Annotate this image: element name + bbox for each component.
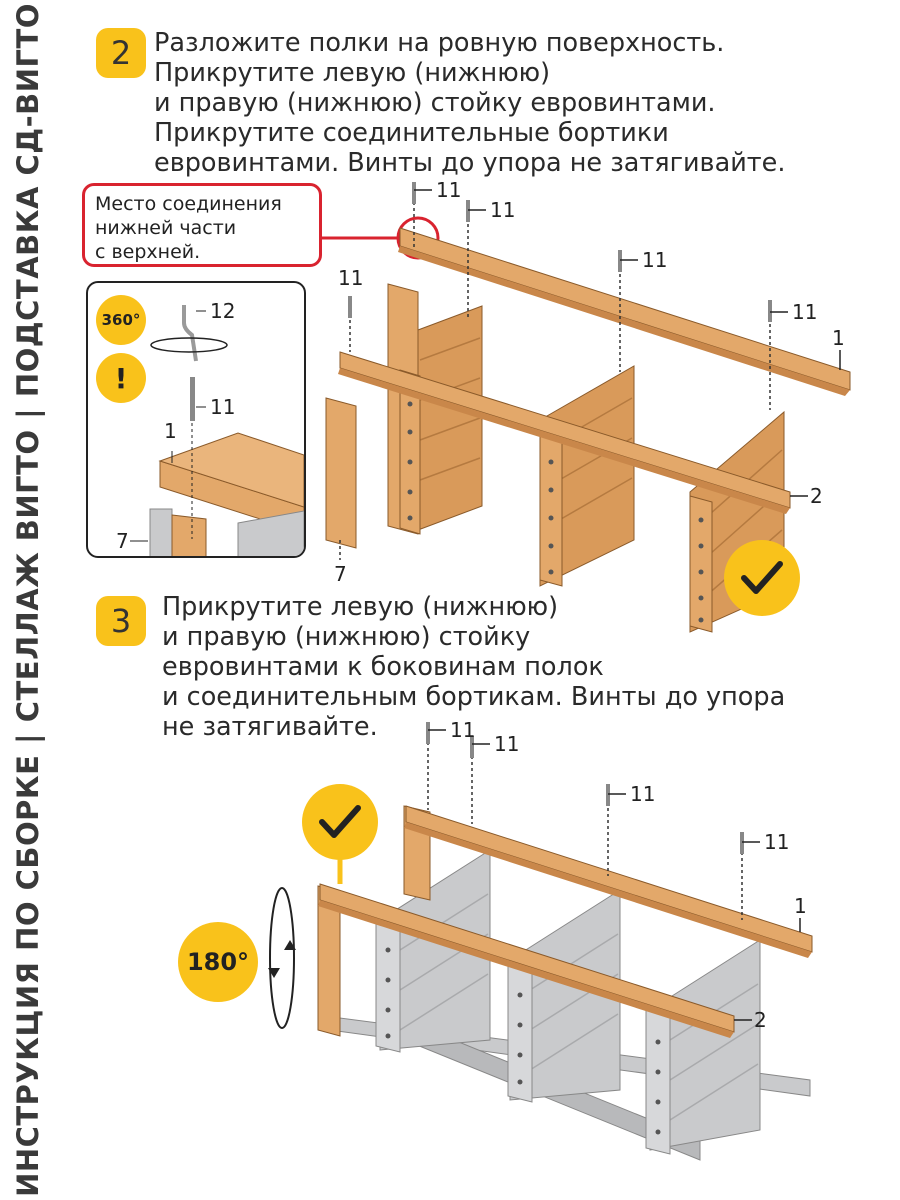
check-icon xyxy=(724,540,800,616)
step-3-line: евровинтами к боковинам полок xyxy=(162,652,604,682)
back-rail-label: 1 xyxy=(832,326,845,350)
screw-detail-inset: 360° ! 12 11 1 7 xyxy=(86,281,306,558)
front-rail-edge xyxy=(338,368,790,514)
arrow-head xyxy=(284,940,296,950)
step-2-line: и правую (нижнюю) стойку евровинтами. xyxy=(154,88,716,118)
panel-post xyxy=(689,495,713,633)
gray-post xyxy=(375,919,401,1053)
loose-post xyxy=(325,397,357,549)
step-2-text: Разложите полки на ровную поверхность. П… xyxy=(154,28,785,178)
screw-label: 11 xyxy=(490,198,516,222)
sidebar: ИНСТРУКЦИЯ ПО СБОРКЕ | СТЕЛЛАЖ ВИГТО | П… xyxy=(0,0,56,1200)
front-rail-edge xyxy=(318,900,734,1038)
rotate-180-badge: 180° xyxy=(178,922,258,1002)
step-2-line: Прикрутите левую (нижнюю) xyxy=(154,58,551,88)
screw-icons xyxy=(426,722,744,854)
step-2-line: евровинтами. Винты до упора не затягивай… xyxy=(154,148,786,178)
rotate-360-badge: 360° xyxy=(96,295,146,345)
check-icon xyxy=(302,784,378,860)
step-2-line: Разложите полки на ровную поверхность. xyxy=(154,28,725,58)
step-2-badge: 2 xyxy=(96,28,146,78)
back-rail-label: 1 xyxy=(794,894,807,918)
post-label: 7 xyxy=(116,529,129,553)
label-leaders xyxy=(414,189,841,497)
arrow-head xyxy=(268,968,280,978)
label-leaders xyxy=(428,729,801,1021)
step-3-line: и правую (нижнюю) стойку xyxy=(162,622,531,652)
step-3-text: Прикрутите левую (нижнюю) и правую (нижн… xyxy=(162,592,785,742)
screw-label: 11 xyxy=(630,782,656,806)
screw-label: 11 xyxy=(450,718,476,742)
callout-line: нижней части xyxy=(95,217,237,239)
step-3-badge: 3 xyxy=(96,596,146,646)
gray-post-holes xyxy=(385,947,661,1135)
screw-label: 11 xyxy=(210,395,236,419)
screw-label: 11 xyxy=(764,830,790,854)
panel-holes xyxy=(407,401,704,623)
rotate-arrow-icon xyxy=(269,887,295,1029)
screw-label: 11 xyxy=(338,266,364,290)
step-2-line: Прикрутите соединительные бортики xyxy=(154,118,669,148)
callout-line: Место соединения xyxy=(95,193,282,215)
screw-label: 11 xyxy=(642,248,668,272)
screw-guides xyxy=(339,190,771,560)
step-3-line: и соединительным бортикам. Винты до упор… xyxy=(162,682,786,712)
joint-callout: Место соединения нижней части с верхней. xyxy=(82,183,322,267)
front-rail-label: 2 xyxy=(810,484,823,508)
step-3-line: не затягивайте. xyxy=(162,712,378,742)
panel-post xyxy=(399,369,421,535)
screw-label: 11 xyxy=(436,178,462,202)
warning-icon: ! xyxy=(96,353,146,403)
screw-label: 11 xyxy=(792,300,818,324)
inset-drawing xyxy=(130,305,304,556)
board-label: 1 xyxy=(164,419,177,443)
allen-key-label: 12 xyxy=(210,299,236,323)
step-3-line: Прикрутите левую (нижнюю) xyxy=(162,592,559,622)
screw-icons xyxy=(348,182,772,322)
callout-line: с верхней. xyxy=(95,241,201,263)
screw-label: 11 xyxy=(494,732,520,756)
front-rail-label: 2 xyxy=(754,1008,767,1032)
back-rail-edge xyxy=(398,246,850,396)
back-rail-edge xyxy=(404,822,812,958)
post-label: 7 xyxy=(334,562,347,586)
